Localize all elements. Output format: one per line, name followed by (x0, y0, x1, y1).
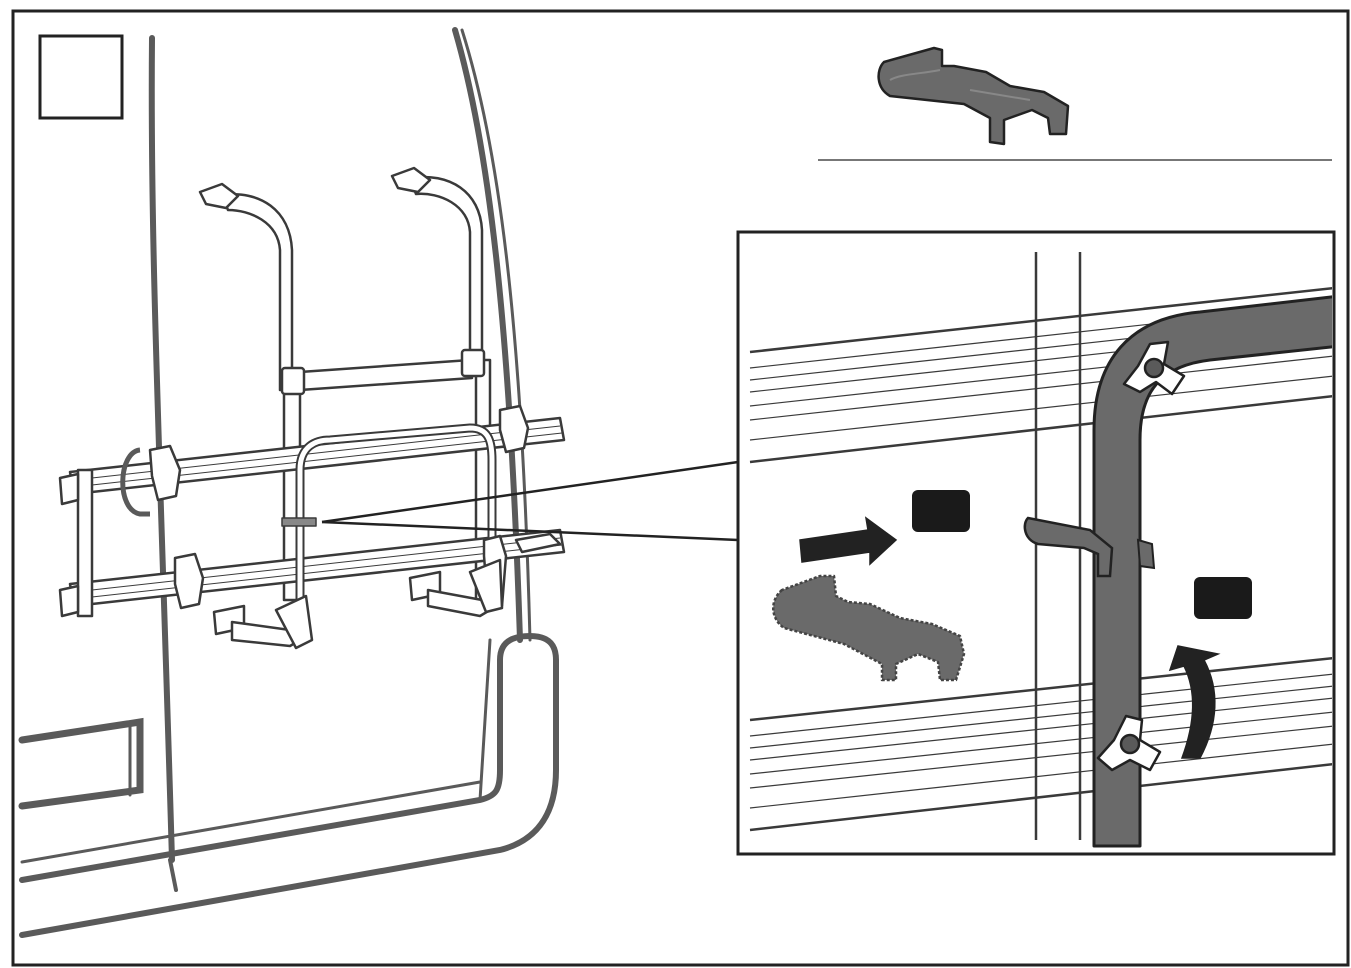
top-mount-right (390, 166, 432, 194)
step-badge-2 (1194, 577, 1252, 619)
brace-clamp-right (460, 348, 486, 378)
zoom-detail (736, 230, 1336, 856)
van-rear (18, 27, 559, 938)
installed-clip (1023, 516, 1114, 578)
step-badge-1 (912, 490, 970, 532)
rail-clamp (173, 552, 205, 610)
rotate-arrow-icon (1168, 645, 1221, 759)
clip-part-top (877, 46, 1070, 146)
rail-end-frame (76, 468, 94, 618)
rail-clamp (498, 404, 530, 454)
bike-carrier (58, 166, 566, 650)
top-mount-left (198, 182, 240, 210)
wing-knob-lower (1096, 714, 1162, 772)
zoom-lower-rail (749, 656, 1332, 832)
push-arrow-icon (799, 516, 898, 566)
loose-clip (772, 574, 966, 682)
clip-location (281, 517, 317, 527)
brace-clamp-left (280, 366, 306, 396)
zoom-leader (321, 460, 739, 542)
grey-tube (1092, 295, 1332, 848)
wing-knob-upper (1122, 340, 1186, 396)
step-number-box (38, 34, 124, 120)
rail-clamp (148, 444, 182, 502)
